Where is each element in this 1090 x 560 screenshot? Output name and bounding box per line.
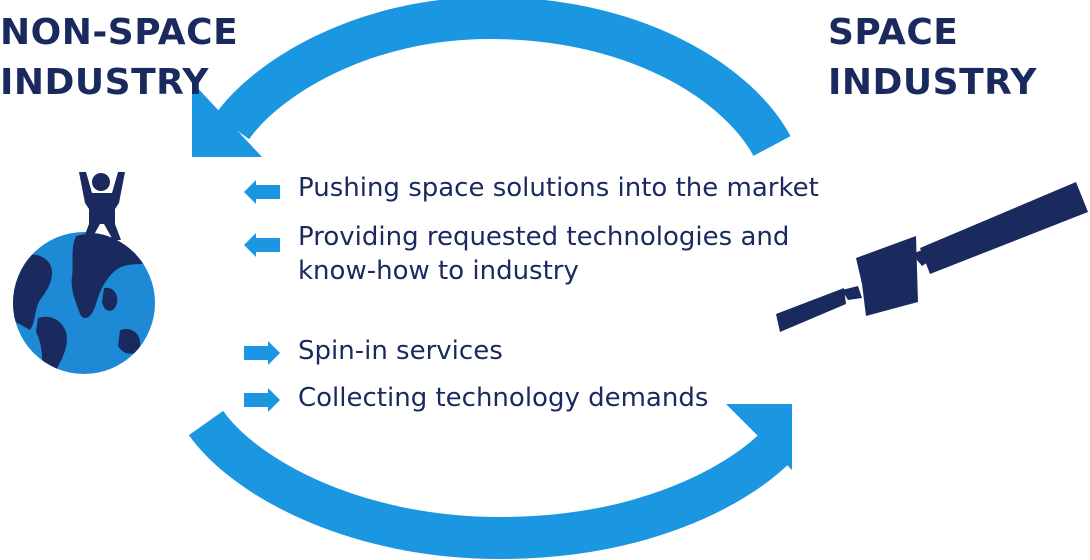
flow-item-spin-in: Spin-in services <box>242 334 503 368</box>
heading-line: INDUSTRY <box>0 62 209 103</box>
top-arc <box>214 0 791 157</box>
top-arrow-head <box>192 82 262 157</box>
top-cycle-arrow <box>192 0 791 157</box>
flow-text: Spin-in services <box>298 336 503 366</box>
bottom-arrow-head <box>726 404 792 470</box>
flow-item-push-solutions: Pushing space solutions into the market <box>242 171 819 205</box>
arrow-left-icon <box>244 180 280 204</box>
earth-globe-icon <box>13 232 155 374</box>
person-arms-raised-icon <box>79 172 125 240</box>
flow-text: Providing requested technologies and kno… <box>298 222 790 286</box>
heading-line: INDUSTRY <box>828 62 1037 103</box>
heading-line: NON-SPACE <box>0 12 239 53</box>
flow-item-providing-technologies: Providing requested technologies and kno… <box>242 220 802 288</box>
non-space-industry-heading: NON-SPACE INDUSTRY <box>0 8 238 108</box>
arrow-right-icon <box>244 388 280 412</box>
bottom-cycle-arrow <box>188 404 792 560</box>
flow-text: Pushing space solutions into the market <box>298 173 819 203</box>
arrow-left-icon <box>244 233 280 257</box>
bottom-arc <box>188 410 791 560</box>
flow-item-collecting-demands: Collecting technology demands <box>242 381 708 415</box>
flow-text: Collecting technology demands <box>298 383 709 413</box>
arrow-right-icon <box>244 341 280 365</box>
flow-arrows <box>244 180 280 412</box>
space-industry-heading: SPACE INDUSTRY <box>828 8 1037 108</box>
heading-line: SPACE <box>828 12 959 53</box>
satellite-icon <box>776 182 1088 332</box>
